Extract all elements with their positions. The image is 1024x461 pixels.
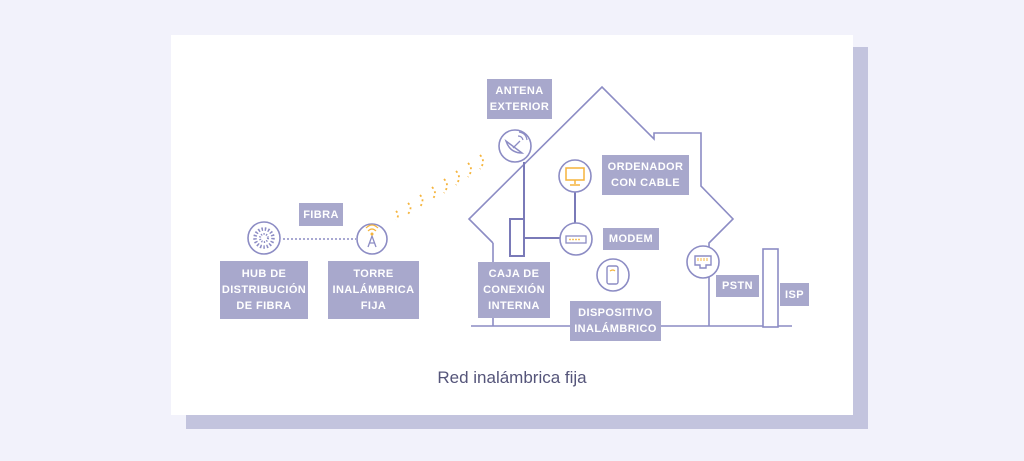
label-pstn: PSTN	[716, 275, 759, 297]
label-ordenador: ORDENADOR CON CABLE	[602, 155, 689, 195]
label-antena: ANTENA EXTERIOR	[487, 79, 552, 119]
isp-pole	[762, 248, 779, 328]
house-outline	[467, 85, 735, 326]
diagram-caption: Red inalámbrica fija	[437, 368, 587, 387]
wireless-signal	[395, 154, 484, 221]
label-dispositivo: DISPOSITIVO INALÁMBRICO	[570, 301, 661, 341]
ethernet-port-icon	[686, 245, 720, 279]
label-hub: HUB DE DISTRIBUCIÓN DE FIBRA	[220, 261, 308, 319]
label-caja: CAJA DE CONEXIÓN INTERNA	[478, 262, 550, 318]
label-torre: TORRE INALÁMBRICA FIJA	[328, 261, 419, 319]
satellite-dish-icon	[498, 129, 532, 163]
label-fibra: FIBRA	[299, 203, 343, 226]
phone-icon	[596, 258, 630, 292]
fiber-hub-icon	[247, 221, 281, 255]
modem-icon	[559, 222, 593, 256]
label-modem: MODEM	[603, 228, 659, 250]
label-isp: ISP	[780, 283, 809, 306]
junction-box	[509, 218, 525, 257]
monitor-icon	[558, 159, 592, 193]
tower-icon	[356, 223, 388, 255]
